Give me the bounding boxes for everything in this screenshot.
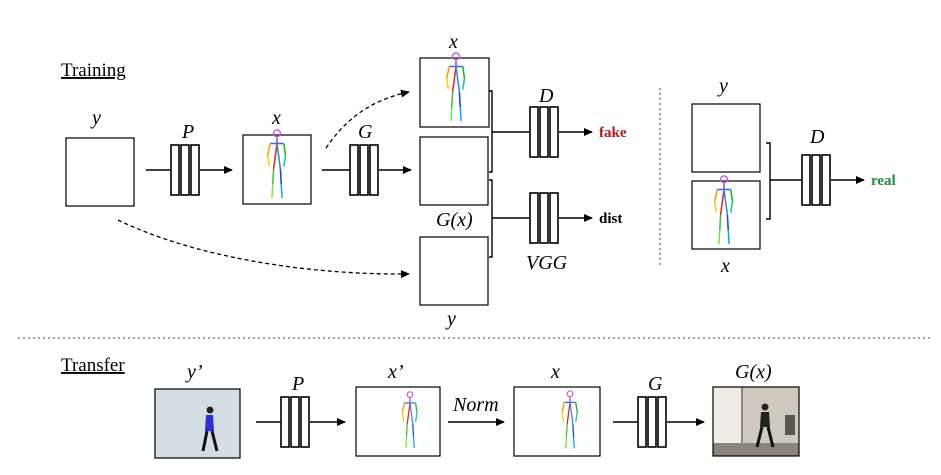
pose-x-top <box>419 52 490 128</box>
label-P-training: P <box>181 121 194 143</box>
photo-y-input <box>64 136 136 208</box>
output-fake: fake <box>599 125 627 141</box>
dashed-arrow-y-to-bottom <box>117 219 410 279</box>
label-VGG: VGG <box>526 252 568 274</box>
label-Gx: G(x) <box>436 209 473 231</box>
network-G-training <box>349 144 379 196</box>
label-G-training: G <box>358 121 373 143</box>
label-G-transfer: G <box>648 373 663 395</box>
network-P-transfer <box>280 396 310 448</box>
photo-Gx-transfer <box>712 386 800 457</box>
label-P-transfer: P <box>291 373 304 395</box>
label-x-top: x <box>448 31 458 53</box>
label-x-prime: x’ <box>387 361 404 383</box>
photo-y-bottom <box>418 235 490 307</box>
label-y-right: y <box>717 75 728 97</box>
label-x-pose: x <box>271 107 281 129</box>
photo-y-right <box>690 102 762 174</box>
bracket-VGG <box>489 179 493 258</box>
label-y-bottom: y <box>445 308 456 330</box>
network-VGG <box>529 192 559 244</box>
label-D-right: D <box>809 126 825 148</box>
label-y-prime: y’ <box>185 361 203 383</box>
label-x-transfer: x <box>550 361 560 383</box>
label-D-training: D <box>538 85 554 107</box>
network-D-right <box>801 154 831 206</box>
training-title: Training <box>61 60 126 81</box>
output-real: real <box>871 173 896 189</box>
pose-x-right <box>691 175 761 250</box>
output-dist: dist <box>599 211 622 227</box>
label-Gx-transfer: G(x) <box>735 361 772 383</box>
network-D-training <box>529 106 559 158</box>
photo-y-prime <box>154 388 241 459</box>
pose-x-transfer <box>513 386 601 457</box>
pose-x-prime <box>355 386 441 457</box>
bracket-D-right <box>766 142 771 220</box>
network-P-training <box>170 144 200 196</box>
dashed-arrow-x-to-top <box>325 89 410 149</box>
photo-Gx <box>418 135 490 207</box>
label-x-right: x <box>720 255 730 277</box>
transfer-title: Transfer <box>61 355 125 376</box>
label-Norm: Norm <box>452 394 499 416</box>
network-G-transfer <box>637 396 667 448</box>
label-y-input: y <box>90 107 101 129</box>
pose-x <box>242 129 312 205</box>
